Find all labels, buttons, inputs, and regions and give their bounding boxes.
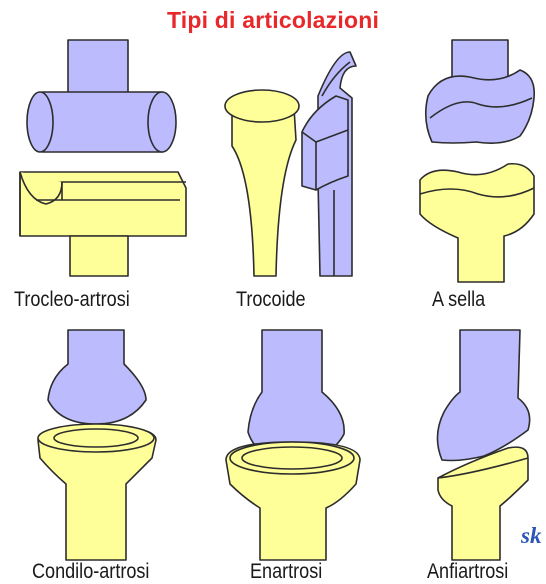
hinge-joint-illustration [20, 40, 186, 276]
ball-socket-joint-illustration [226, 330, 360, 560]
label-trocoide: Trocoide [236, 288, 306, 312]
label-a-sella: A sella [432, 288, 485, 312]
label-condilo-artrosi: Condilo-artrosi [32, 560, 149, 584]
condyloid-joint-illustration [38, 330, 156, 560]
label-trocleo-artrosi: Trocleo-artrosi [14, 288, 130, 312]
label-anfiartrosi: Anfiartrosi [427, 560, 508, 584]
diagram-title: Tipi di articolazioni [0, 7, 546, 34]
saddle-joint-illustration [420, 40, 534, 282]
label-enartrosi: Enartrosi [250, 560, 322, 584]
pivot-joint-illustration [225, 52, 356, 276]
amphiarthrosis-illustration [437, 330, 529, 560]
author-signature: sk [521, 523, 541, 549]
